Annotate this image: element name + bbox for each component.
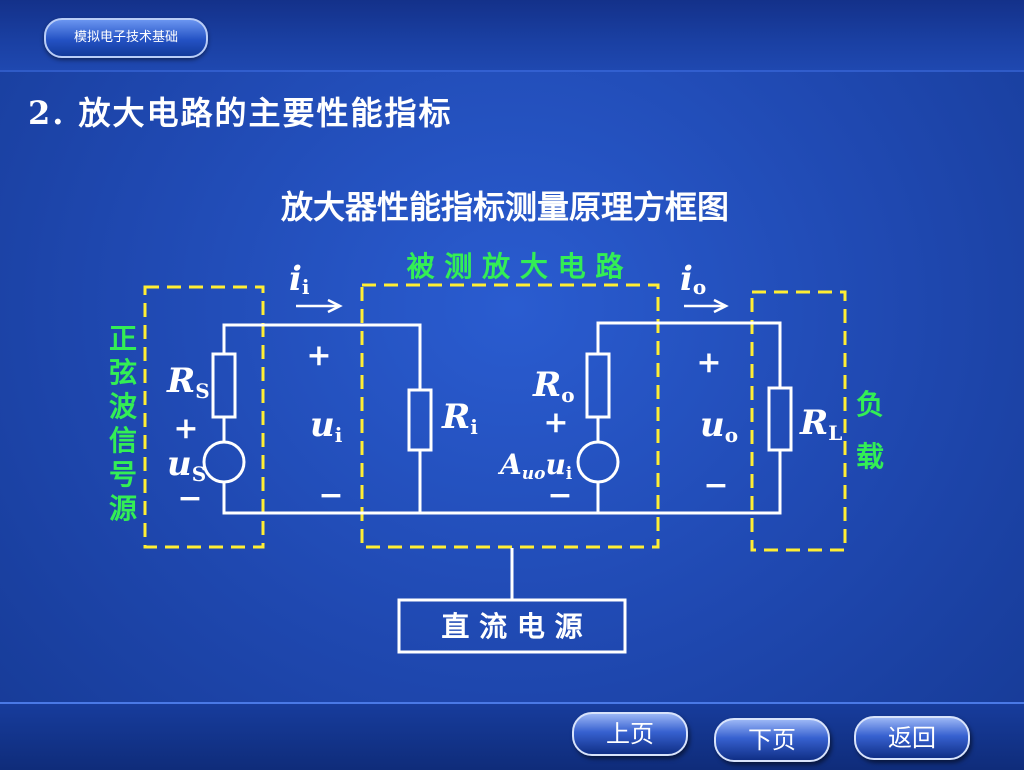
- controlled-plus-sign: +: [543, 405, 568, 440]
- svg-text:弦: 弦: [109, 356, 137, 389]
- prev-page-button[interactable]: 上页: [572, 712, 688, 756]
- output-resistor-ro: [585, 352, 611, 419]
- source-label: 正 弦 波 信 号 源: [109, 322, 138, 525]
- input-resistor-ri: [407, 388, 433, 452]
- power-supply-label: 直 流 电 源: [441, 610, 582, 643]
- diagram-title: 放大器性能指标测量原理方框图: [281, 188, 729, 226]
- source-minus-sign: −: [177, 481, 202, 516]
- ui-symbol: ui: [310, 405, 343, 447]
- controlled-source-circle: [576, 440, 620, 484]
- output-plus-sign: +: [696, 345, 721, 380]
- source-plus-sign: +: [173, 411, 198, 446]
- output-current-symbol: io: [680, 259, 706, 299]
- header-divider: [0, 70, 1024, 72]
- svg-text:信: 信: [109, 424, 137, 457]
- controlled-source-symbol: Auoui: [497, 448, 573, 484]
- controlled-minus-sign: −: [547, 478, 572, 513]
- svg-text:号: 号: [109, 458, 137, 491]
- ro-symbol: Ro: [532, 365, 575, 407]
- output-minus-sign: −: [703, 468, 728, 503]
- source-resistor-rs: [211, 352, 237, 419]
- svg-text:源: 源: [109, 492, 137, 525]
- uo-symbol: uo: [700, 405, 738, 447]
- course-title-badge: 模拟电子技术基础: [44, 18, 208, 58]
- next-page-button[interactable]: 下页: [714, 718, 830, 762]
- circuit-wires: [222, 321, 782, 600]
- load-label: 负 载: [856, 388, 884, 473]
- load-resistor-rl: [767, 386, 793, 452]
- amplifier-label: 被 测 放 大 电 路: [407, 250, 625, 283]
- source-dashed-box: [143, 285, 265, 549]
- signal-source-circle: [202, 440, 246, 484]
- svg-text:载: 载: [856, 440, 884, 473]
- input-plus-sign: +: [306, 338, 331, 373]
- input-minus-sign: −: [318, 478, 343, 513]
- us-symbol: uS: [167, 444, 206, 486]
- ri-symbol: Ri: [441, 397, 478, 439]
- input-current-arrow: [296, 298, 343, 314]
- amplifier-dashed-box: [360, 283, 660, 549]
- back-button[interactable]: 返回: [854, 716, 970, 760]
- footer-band: [0, 702, 1024, 770]
- svg-text:波: 波: [109, 390, 138, 423]
- rs-symbol: RS: [166, 361, 210, 403]
- output-current-arrow: [684, 298, 729, 314]
- input-current-symbol: ii: [289, 259, 310, 299]
- power-supply-box: [397, 598, 627, 654]
- svg-text:正: 正: [109, 322, 137, 355]
- svg-text:负: 负: [856, 388, 884, 421]
- load-dashed-box: [750, 290, 847, 552]
- rl-symbol: RL: [799, 403, 842, 445]
- section-heading: 2. 放大电路的主要性能指标: [28, 94, 453, 132]
